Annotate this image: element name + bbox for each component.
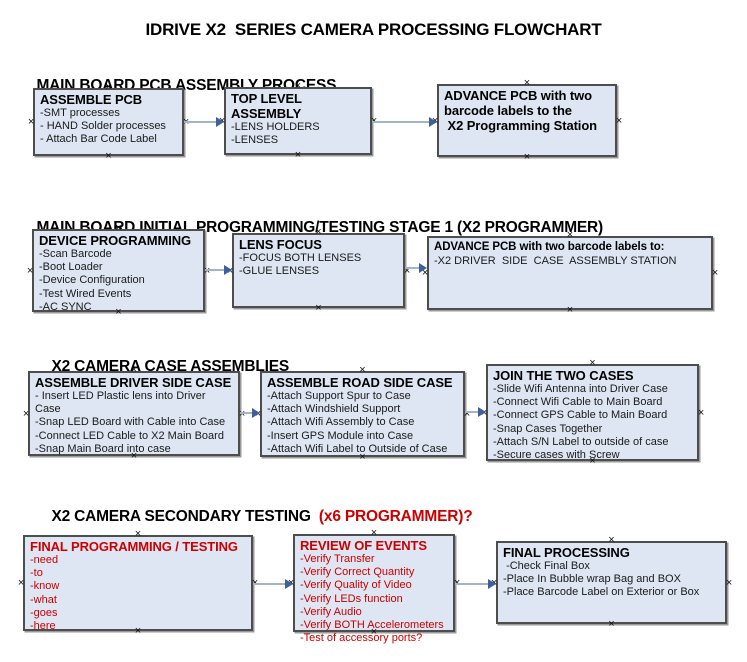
box-item: -need: [30, 554, 59, 566]
flow-box-assemble-pcb: ASSEMBLE PCB -SMT processes- HAND Solder…: [33, 83, 184, 160]
box-item: - Insert LED Plastic lens into Driver Ca…: [35, 390, 209, 416]
flow-box-join-the-two-cases: JOIN THE TWO CASES -Slide Wifi Antenna i…: [486, 359, 699, 465]
box-title: ASSEMBLE DRIVER SIDE CASE: [35, 375, 233, 390]
box-item: -GLUE LENSES: [239, 265, 320, 278]
box-item: -Snap Main Board into case: [35, 442, 171, 455]
box-item: -Snap Cases Together: [493, 422, 603, 435]
box-items: -need-to-know-what-goes-here: [30, 554, 246, 633]
box-item: -Verify Transfer: [300, 553, 375, 565]
box-item: -Verify BOTH Accelerometers: [300, 619, 444, 632]
box-items: -Attach Support Spur to Case-Attach Wind…: [267, 390, 458, 456]
flow-arrow: [405, 262, 427, 274]
flow-arrow: [455, 578, 496, 590]
box-title: FINAL PROGRAMMING / TESTING: [30, 539, 246, 554]
flow-box-final-processing: FINAL PROCESSING -Check Final Box-Place …: [496, 536, 727, 628]
box-items: -FOCUS BOTH LENSES-GLUE LENSES: [239, 252, 398, 278]
box-item: -Device Configuration: [39, 274, 145, 287]
box-item: -LENS HOLDERS: [231, 121, 320, 133]
box-item: -Snap LED Board with Cable into Case: [35, 416, 226, 429]
box-title: LENS FOCUS: [239, 237, 398, 252]
section-heading-secondary-testing: X2 CAMERA SECONDARY TESTING (x6 PROGRAMM…: [35, 490, 472, 544]
box-items: -Scan Barcode-Boot Loader-Device Configu…: [39, 248, 198, 314]
box-item: - Attach Bar Code Label: [40, 133, 157, 146]
flow-arrow: [372, 116, 437, 128]
flow-arrow: [465, 406, 486, 418]
flow-box-assemble-driver-side-case: ASSEMBLE DRIVER SIDE CASE - Insert LED P…: [28, 366, 240, 460]
flow-box-device-programming: DEVICE PROGRAMMING -Scan Barcode-Boot Lo…: [32, 224, 205, 316]
box-item: -AC SYNC: [39, 300, 92, 313]
box-item: -Verify LEDs function: [300, 592, 403, 605]
flow-box-final-programming-testing: FINAL PROGRAMMING / TESTING -need-to-kno…: [23, 530, 253, 635]
section-heading-red-suffix: (x6 PROGRAMMER)?: [310, 508, 473, 525]
box-item: -Verify Correct Quantity: [300, 566, 415, 579]
box-item: -Verify Audio: [300, 605, 362, 618]
box-item: -Attach Windshield Support: [267, 403, 401, 416]
box-item: -FOCUS BOTH LENSES: [239, 252, 362, 264]
section-heading-text: X2 CAMERA SECONDARY TESTING: [51, 508, 311, 525]
box-items: -Check Final Box-Place In Bubble wrap Ba…: [503, 560, 720, 600]
box-title: ASSEMBLE ROAD SIDE CASE: [267, 375, 458, 390]
flow-box-lens-focus: LENS FOCUS -FOCUS BOTH LENSES-GLUE LENSE…: [232, 228, 405, 312]
box-item: -Verify Quality of Video: [300, 579, 412, 592]
box-item: -what: [30, 593, 57, 606]
box-item: -X2 DRIVER SIDE CASE ASSEMBLY STATION: [434, 255, 677, 267]
box-items: -SMT processes- HAND Solder processes- A…: [40, 107, 177, 147]
box-item: -Secure cases with Screw: [493, 449, 620, 462]
flow-arrow: [205, 264, 232, 276]
flow-box-advance-pcb-programming-station: ADVANCE PCB with two barcode labels to t…: [437, 79, 617, 161]
box-item: -know: [30, 580, 60, 593]
flow-arrow: [240, 407, 260, 419]
flow-box-top-level-assembly: TOP LEVEL ASSEMBLY -LENS HOLDERS-LENSES: [224, 82, 372, 159]
box-items: -Verify Transfer-Verify Correct Quantity…: [300, 553, 448, 645]
box-item: -Connect Wifi Cable to Main Board: [493, 396, 663, 409]
box-item: -Test Wired Events: [39, 287, 132, 300]
flow-box-advance-pcb-driver-side: ADVANCE PCB with two barcode labels to: …: [427, 231, 713, 314]
page-title: IDRIVE X2 SERIES CAMERA PROCESSING FLOWC…: [145, 20, 602, 39]
box-item: -Connect GPS Cable to Main Board: [493, 409, 668, 422]
box-items: - Insert LED Plastic lens into Driver Ca…: [35, 390, 233, 456]
box-item: -Slide Wifi Antenna into Driver Case: [493, 383, 668, 395]
box-title: ADVANCE PCB with two barcode labels to t…: [444, 88, 610, 133]
box-title: JOIN THE TWO CASES: [493, 368, 692, 383]
box-item: -Connect LED Cable to X2 Main Board: [35, 429, 224, 442]
box-item: -SMT processes: [40, 107, 120, 119]
box-item: -Insert GPS Module into Case: [267, 429, 414, 442]
box-items: -Slide Wifi Antenna into Driver Case-Con…: [493, 383, 692, 462]
flow-arrow: [253, 578, 293, 590]
box-items: -X2 DRIVER SIDE CASE ASSEMBLY STATION: [434, 255, 706, 268]
box-title: FINAL PROCESSING: [503, 545, 720, 560]
box-item: -Attach Support Spur to Case: [267, 390, 411, 402]
box-item: -to: [30, 567, 43, 580]
flow-box-assemble-road-side-case: ASSEMBLE ROAD SIDE CASE -Attach Support …: [260, 366, 465, 461]
box-title: ASSEMBLE PCB: [40, 92, 177, 107]
box-title: TOP LEVEL ASSEMBLY: [231, 91, 365, 121]
box-title: REVIEW OF EVENTS: [300, 538, 448, 553]
box-item: -Boot Loader: [39, 261, 103, 274]
box-item: -Attach Wifi Assembly to Case: [267, 416, 415, 429]
box-item: -Attach Wifi Label to Outside of Case: [267, 442, 448, 455]
box-item: -Check Final Box: [503, 560, 590, 572]
box-title: DEVICE PROGRAMMING: [39, 233, 198, 248]
box-item: -Place Barcode Label on Exterior or Box: [503, 586, 700, 599]
flow-box-review-of-events: REVIEW OF EVENTS -Verify Transfer-Verify…: [293, 529, 455, 644]
box-item: -here: [30, 620, 56, 633]
flow-arrow: [184, 116, 224, 128]
box-item: -Attach S/N Label to outside of case: [493, 435, 669, 448]
box-item: -LENSES: [231, 134, 279, 147]
box-item: -Place In Bubble wrap Bag and BOX: [503, 573, 681, 586]
box-item: -Scan Barcode: [39, 248, 112, 260]
box-item: -goes: [30, 606, 58, 619]
box-title: ADVANCE PCB with two barcode labels to:: [434, 240, 706, 255]
box-item: - HAND Solder processes: [40, 120, 166, 133]
box-items: -LENS HOLDERS-LENSES: [231, 121, 365, 147]
box-item: -Test of accessory ports?: [300, 632, 423, 645]
